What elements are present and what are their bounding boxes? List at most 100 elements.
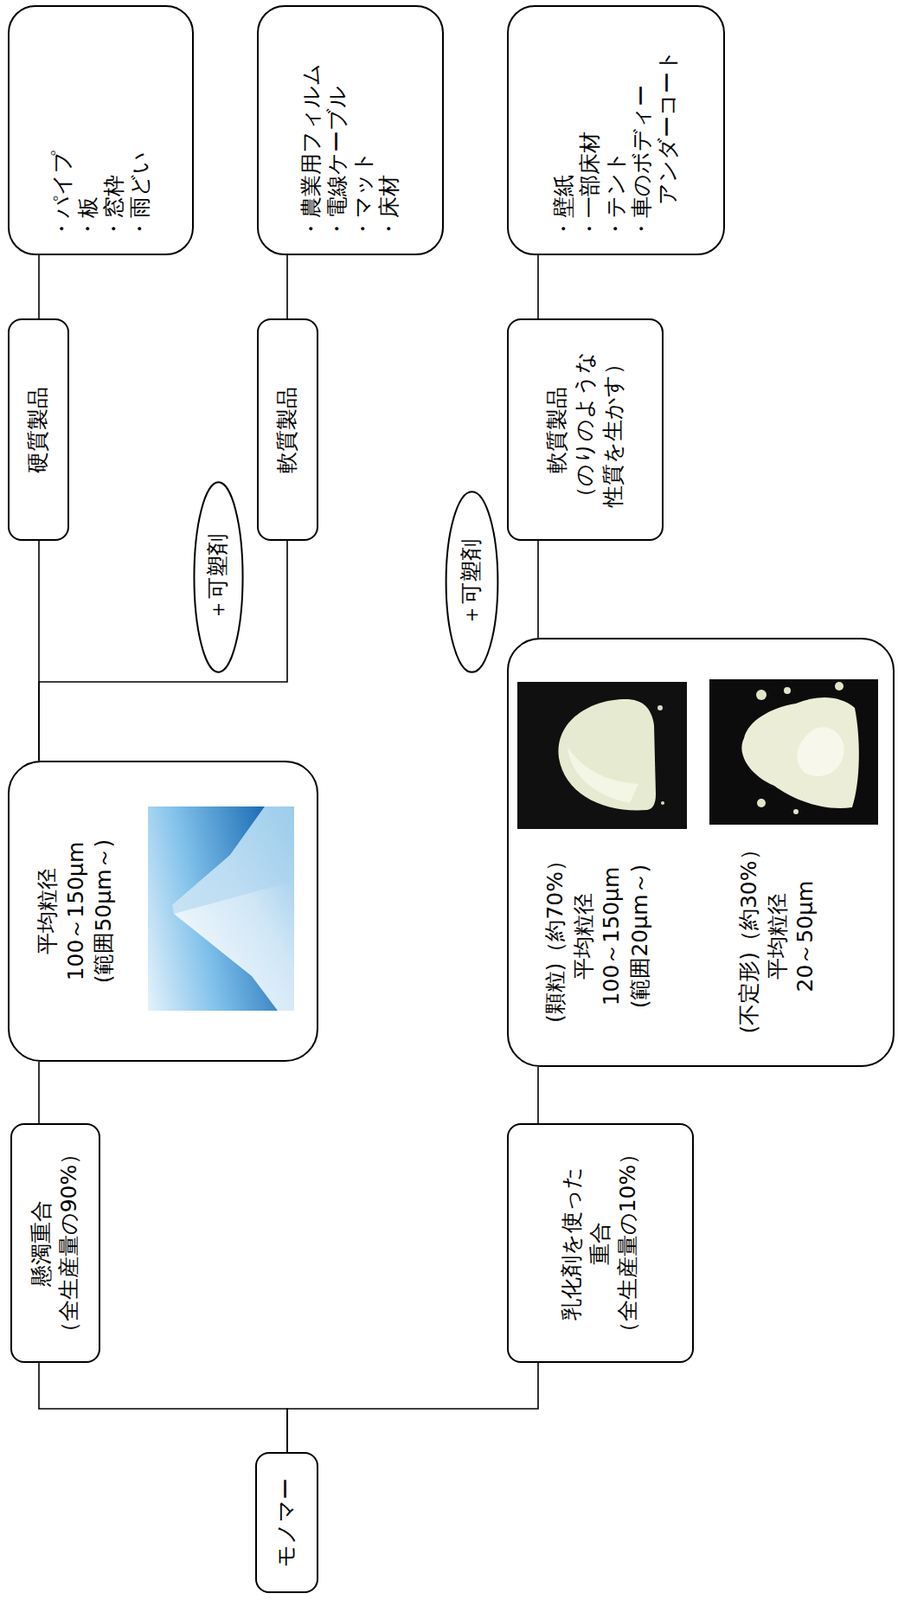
node-text: (顆粒)（約70%） 平均粒径 100～150μm (範囲20μm～) [541,827,655,1045]
node-text: ・床材 [376,174,403,240]
pile-highlight [567,746,639,803]
text-line: 100～150μm [62,839,91,984]
process-box: 懸濁重合（全生産量の90%） [10,1122,101,1363]
text-line: （全生産量の90%） [55,1142,84,1344]
node-text: ＋可塑剤 [204,533,233,621]
node-text: （のりのような 性質を生かす） [570,351,628,508]
powder-photo [147,806,295,1011]
text-line: 20～50μm [791,827,821,1045]
heap-highlight [796,726,844,777]
text-line: 懸濁重合 [27,1199,57,1287]
use-list: ・農業用フィルム・電線ケーブル・マット・床材 [256,5,444,256]
text-line: アンダーコート [654,49,681,240]
text-line: モノマー [272,1477,302,1567]
text-line: 乳化剤を使った [558,1166,587,1321]
speck [657,705,663,711]
text-line: ・パイプ [49,150,76,240]
amorphous-photo [709,679,879,825]
speck [756,689,767,700]
text-line: ・板 [75,196,102,240]
node-text: ＋可塑剤 [457,538,487,626]
node-text: ・雨どい [127,151,154,240]
text-line: ・電線ケーブル [324,85,351,240]
node-text: 乳化剤を使った 重合 [558,1166,615,1321]
connector-line [537,255,539,319]
speck [660,801,665,805]
node-text: ・マット [350,150,377,240]
pile-shade [172,806,295,914]
node-text: ・一部床材 [577,131,603,240]
text-line: ・車のボディー [628,49,655,240]
text-line: （全生産量の10%） [614,1142,643,1344]
speck [756,798,766,808]
node-text: ・窓枠 [101,174,128,240]
photo-ground [709,679,879,825]
granule-photo [517,681,687,829]
text-line: 性質を生かす） [599,351,629,508]
node-text: モノマー [272,1477,302,1567]
text-line: (範囲20μm～) [626,827,655,1045]
text-line: ＋可塑剤 [204,533,233,621]
photo-ground [517,681,687,829]
text-line: ・農業用フィルム [298,63,325,240]
speck [783,686,791,694]
process-box: 乳化剤を使った 重合（全生産量の10%） [506,1122,694,1363]
connector-line [537,540,539,638]
additive-ellipse: ＋可塑剤 [443,489,501,674]
connector-line [287,1362,539,1452]
text-line: 軟質製品 [543,386,572,474]
node-text: ・板 [75,196,102,240]
text-line: ＋可塑剤 [457,538,487,626]
connector-line [38,540,288,761]
speck [834,681,844,691]
text-line: 100～150μm [597,827,627,1045]
node-text: ・農業用フィルム [298,63,325,240]
particle-box: 平均粒径 100～150μm (範囲50μm～) [7,760,319,1062]
node-text: ・パイプ [49,150,76,240]
node-text: 硬質製品 [24,386,53,474]
ellipse-shape [193,481,243,673]
text-line: (不定形)（約30%） [735,827,764,1045]
granule-pile [558,699,656,810]
text-line: 平均粒径 [570,827,599,1045]
text-line: 硬質製品 [24,386,53,474]
particle-box: (顆粒)（約70%） 平均粒径 100～150μm (範囲20μm～) (不定形)… [506,637,895,1067]
node-text: 軟質製品 [273,386,302,474]
text-line: （のりのような [570,351,600,508]
text-line: 重合 [586,1166,616,1321]
node-text: （全生産量の90%） [55,1142,84,1344]
node-text: （全生産量の10%） [614,1142,643,1344]
connector-line [38,255,40,319]
node-text: 軟質製品 [543,386,572,474]
node-text: (不定形)（約30%） 平均粒径 20～50μm [735,827,821,1045]
connector-line [38,1362,288,1452]
node-text: ・車のボディー アンダーコート [628,49,681,240]
text-line: (範囲50μm～) [89,839,119,984]
text-line: ・マット [350,150,377,240]
text-line: ・テント [602,150,629,240]
connector-line [286,255,289,319]
node-text: ・壁紙 [551,174,578,240]
text-line: ・一部床材 [577,131,603,240]
speck [793,808,799,815]
powder-heap [741,697,860,809]
text-line: ・床材 [376,174,403,240]
text-line: ・壁紙 [551,174,578,240]
text-line: 平均粒径 [33,839,63,984]
node-text: 平均粒径 100～150μm (範囲50μm～) [33,839,119,984]
text-line: 軟質製品 [273,386,302,474]
additive-ellipse: ＋可塑剤 [192,480,245,674]
ellipse-shape [446,491,499,673]
node-text: ・電線ケーブル [324,85,351,240]
product-box: 軟質製品 [256,318,319,541]
product-box: 軟質製品（のりのような 性質を生かす） [506,318,664,541]
powder-pile [172,806,295,1011]
connector-line [38,1061,40,1123]
text-line: ・窓枠 [101,174,128,240]
use-list: ・壁紙・一部床材・テント・車のボディー アンダーコート [506,5,725,256]
node-text: ・テント [602,150,629,240]
text-line: ・雨どい [127,151,154,240]
text-line: (顆粒)（約70%） [541,827,571,1045]
text-line: 平均粒径 [763,827,793,1045]
